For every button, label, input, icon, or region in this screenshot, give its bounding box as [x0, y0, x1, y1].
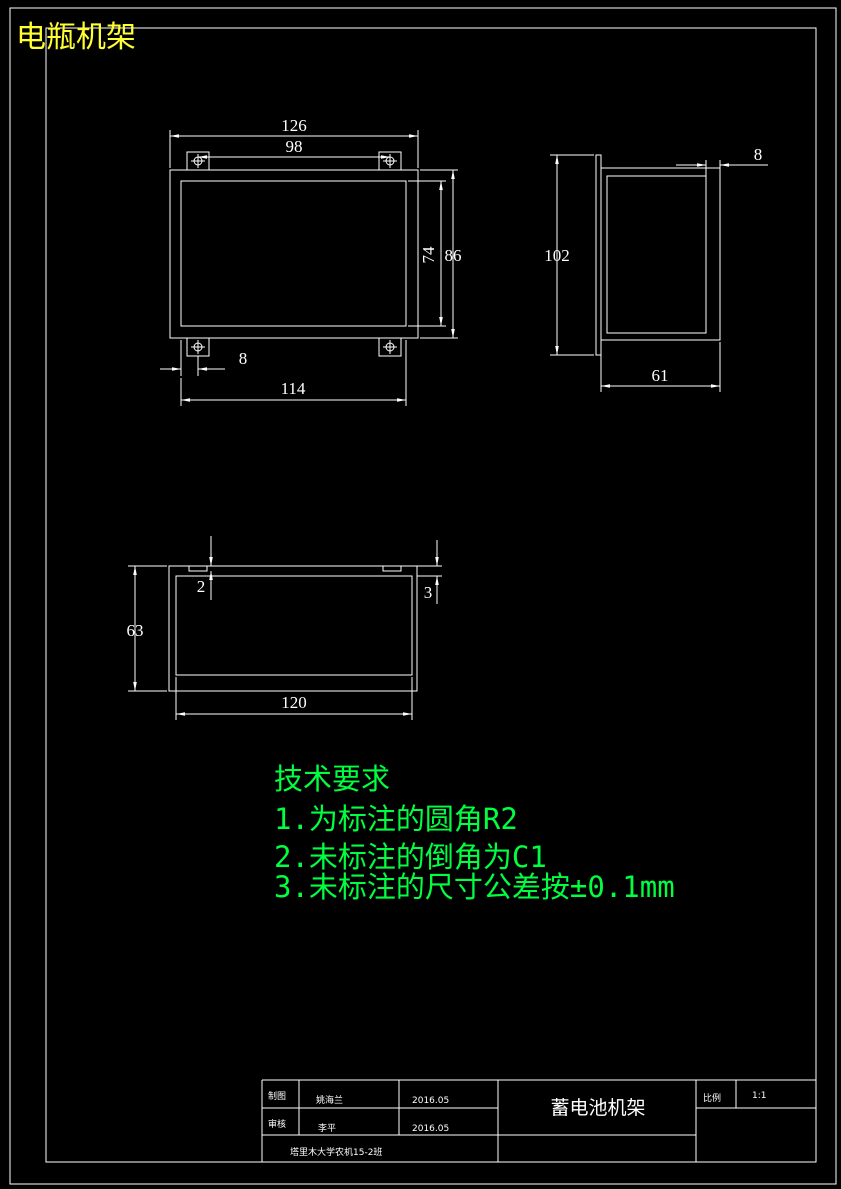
scale-label: 比例 [703, 1092, 721, 1104]
corner-title: 电瓶机架 [16, 20, 136, 55]
title-block: 制图 姚海兰 2016.05 审核 李平 2016.05 蓄电池机架 比例 1:… [261, 1079, 816, 1162]
inner-border [45, 27, 817, 1163]
side-outer-frame [600, 167, 721, 341]
dim-126-label: 126 [281, 116, 307, 135]
front-outer-frame [169, 169, 419, 339]
drawn-date: 2016.05 [412, 1096, 449, 1106]
side-view: 102 8 61 [544, 145, 768, 392]
note-2: 2.未标注的倒角为C1 [274, 840, 547, 874]
dim-102-label: 102 [544, 246, 570, 265]
bottom-view: 2 3 63 120 [127, 536, 442, 720]
dim-61-label: 61 [652, 366, 669, 385]
dim-98-label: 98 [286, 137, 303, 156]
organization: 塔里木大学农机15-2班 [290, 1146, 382, 1158]
dim-120-label: 120 [281, 693, 307, 712]
drawn-name: 姚海兰 [316, 1094, 343, 1106]
scale-value: 1:1 [752, 1091, 766, 1101]
top-left-tab [186, 151, 210, 171]
drawn-label: 制图 [268, 1090, 286, 1102]
bottom-right-slot [382, 565, 402, 572]
dim-63-label: 63 [127, 621, 144, 640]
top-right-tab [378, 151, 402, 171]
side-inner-frame [606, 175, 707, 334]
front-inner-frame [180, 180, 407, 327]
notes-heading: 技术要求 [274, 762, 390, 796]
bottom-right-tab [378, 337, 402, 357]
technical-notes: 技术要求 1.为标注的圆角R2 2.未标注的倒角为C1 3.未标注的尺寸公差按±… [274, 762, 675, 904]
note-3: 3.未标注的尺寸公差按±0.1mm [274, 870, 675, 904]
bottom-outer-frame [168, 565, 418, 692]
dim-2-label: 2 [197, 577, 206, 596]
outer-border [9, 7, 837, 1185]
note-1: 1.为标注的圆角R2 [274, 802, 518, 836]
dim-114-label: 114 [281, 379, 306, 398]
bottom-inner-frame [175, 575, 413, 676]
part-name: 蓄电池机架 [550, 1097, 645, 1119]
checked-date: 2016.05 [412, 1124, 449, 1134]
side-flange [595, 154, 602, 356]
dim-8-side-label: 8 [754, 145, 763, 164]
dim-8-front-label: 8 [239, 349, 248, 368]
dim-86-label: 86 [445, 246, 462, 265]
checked-label: 审核 [268, 1118, 286, 1130]
dim-74-label: 74 [419, 246, 438, 264]
bottom-left-slot [188, 565, 208, 572]
checked-name: 李平 [318, 1122, 336, 1134]
front-view: 126 98 74 86 8 114 [160, 116, 462, 406]
dim-3-label: 3 [424, 583, 433, 602]
